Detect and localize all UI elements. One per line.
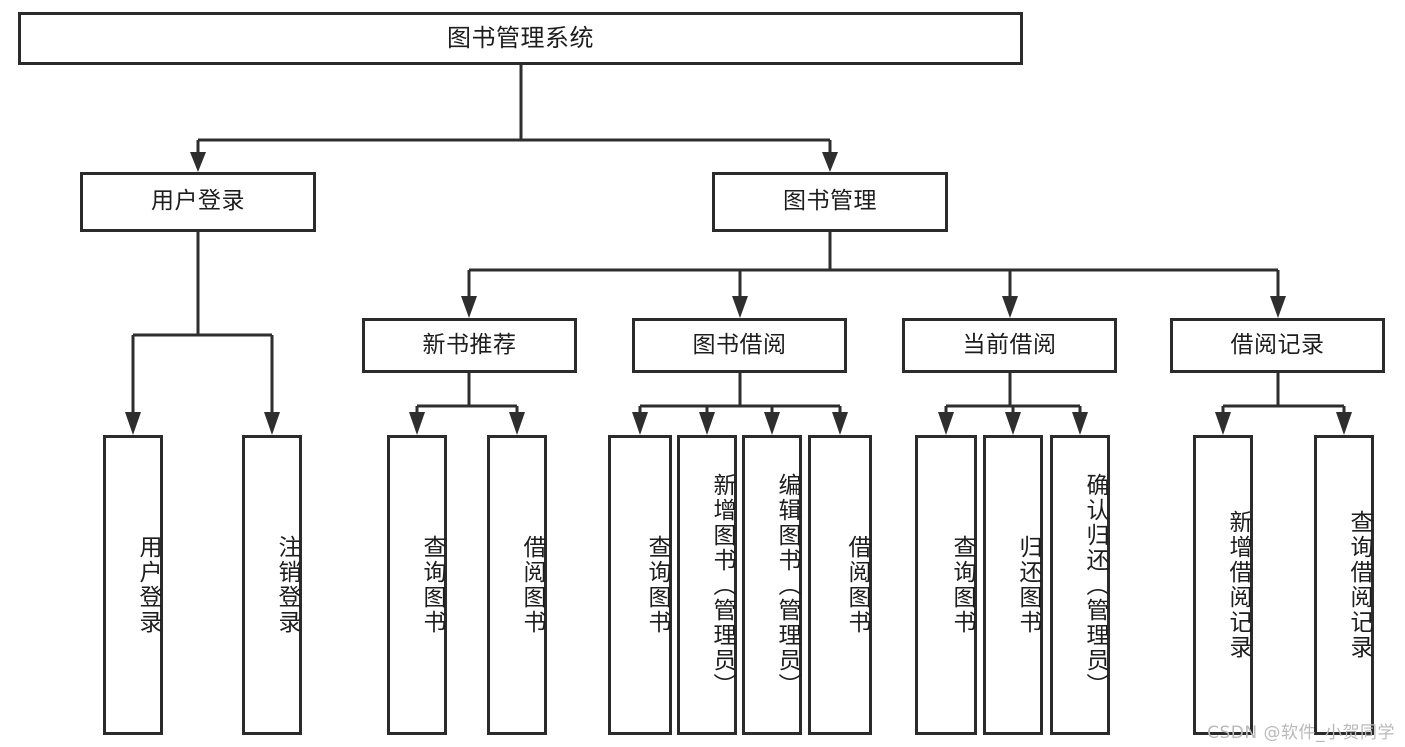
arrow-head-book-manage <box>822 152 838 172</box>
leaf-return-book[interactable]: 归还图书 <box>983 435 1043 735</box>
arrow-head-leaf-edit-book <box>764 412 780 435</box>
leaf-logout[interactable]: 注销登录 <box>242 435 302 735</box>
arrow-head-leaf-query-book-1 <box>409 412 425 435</box>
leaf-query-book-3-label: 查询图书 <box>949 535 975 635</box>
arrow-head-current-borrow <box>1002 296 1018 318</box>
leaf-query-book-2-label: 查询图书 <box>644 535 670 635</box>
node-new-book-recommend-label: 新书推荐 <box>422 331 517 358</box>
leaf-add-record[interactable]: 新增借阅记录 <box>1193 435 1253 735</box>
node-borrow-record[interactable]: 借阅记录 <box>1170 318 1385 373</box>
leaf-query-book-2[interactable]: 查询图书 <box>608 435 672 735</box>
arrow-head-leaf-borrow-book-2 <box>832 412 848 435</box>
node-book-borrow-label: 图书借阅 <box>692 331 787 358</box>
leaf-borrow-book-1-label: 借阅图书 <box>519 535 545 635</box>
arrow-head-new-book-recommend <box>461 296 477 318</box>
leaf-user-login[interactable]: 用户登录 <box>103 435 163 735</box>
leaf-query-book-1[interactable]: 查询图书 <box>387 435 447 735</box>
arrow-head-borrow-record <box>1270 296 1286 318</box>
leaf-confirm-return-label: 确认归还（管理员） <box>1082 472 1108 698</box>
node-current-borrow[interactable]: 当前借阅 <box>902 318 1117 373</box>
node-book-borrow[interactable]: 图书借阅 <box>632 318 847 373</box>
arrow-head-leaf-query-record <box>1336 412 1352 435</box>
leaf-query-book-3[interactable]: 查询图书 <box>915 435 977 735</box>
leaf-edit-book[interactable]: 编辑图书（管理员） <box>742 435 802 735</box>
arrow-head-leaf-user-login <box>125 412 141 435</box>
leaf-add-book-label: 新增图书（管理员） <box>709 472 735 698</box>
arrow-head-leaf-confirm-return <box>1072 412 1088 435</box>
leaf-add-book[interactable]: 新增图书（管理员） <box>677 435 737 735</box>
leaf-borrow-book-1[interactable]: 借阅图书 <box>487 435 547 735</box>
arrow-head-leaf-query-book-3 <box>938 412 954 435</box>
arrow-head-leaf-query-book-2 <box>632 412 648 435</box>
arrow-head-leaf-add-record <box>1215 412 1231 435</box>
arrow-head-leaf-borrow-book-1 <box>509 412 525 435</box>
leaf-return-book-label: 归还图书 <box>1015 535 1041 635</box>
node-new-book-recommend[interactable]: 新书推荐 <box>362 318 577 373</box>
node-root-label: 图书管理系统 <box>447 24 594 53</box>
watermark-text: CSDN @软件_小贺同学 <box>1207 723 1395 743</box>
leaf-query-book-1-label: 查询图书 <box>419 535 445 635</box>
node-borrow-record-label: 借阅记录 <box>1230 331 1325 358</box>
leaf-borrow-book-2-label: 借阅图书 <box>844 535 870 635</box>
leaf-user-login-label: 用户登录 <box>135 535 161 635</box>
node-user-login-label: 用户登录 <box>151 188 245 215</box>
leaf-query-record-label: 查询借阅记录 <box>1346 510 1372 660</box>
arrow-head-leaf-add-book <box>699 412 715 435</box>
node-book-manage[interactable]: 图书管理 <box>712 172 948 232</box>
arrow-head-leaf-logout <box>264 412 280 435</box>
node-current-borrow-label: 当前借阅 <box>962 331 1057 358</box>
node-user-login[interactable]: 用户登录 <box>80 172 316 232</box>
arrow-head-book-borrow <box>732 296 748 318</box>
leaf-add-record-label: 新增借阅记录 <box>1225 510 1251 660</box>
leaf-borrow-book-2[interactable]: 借阅图书 <box>808 435 872 735</box>
leaf-logout-label: 注销登录 <box>274 535 300 635</box>
leaf-edit-book-label: 编辑图书（管理员） <box>774 472 800 698</box>
leaf-confirm-return[interactable]: 确认归还（管理员） <box>1050 435 1110 735</box>
node-book-manage-label: 图书管理 <box>783 188 877 215</box>
leaf-query-record[interactable]: 查询借阅记录 <box>1314 435 1374 735</box>
arrow-head-user-login <box>190 152 206 172</box>
arrow-head-leaf-return-book <box>1005 412 1021 435</box>
node-root[interactable]: 图书管理系统 <box>18 12 1023 65</box>
